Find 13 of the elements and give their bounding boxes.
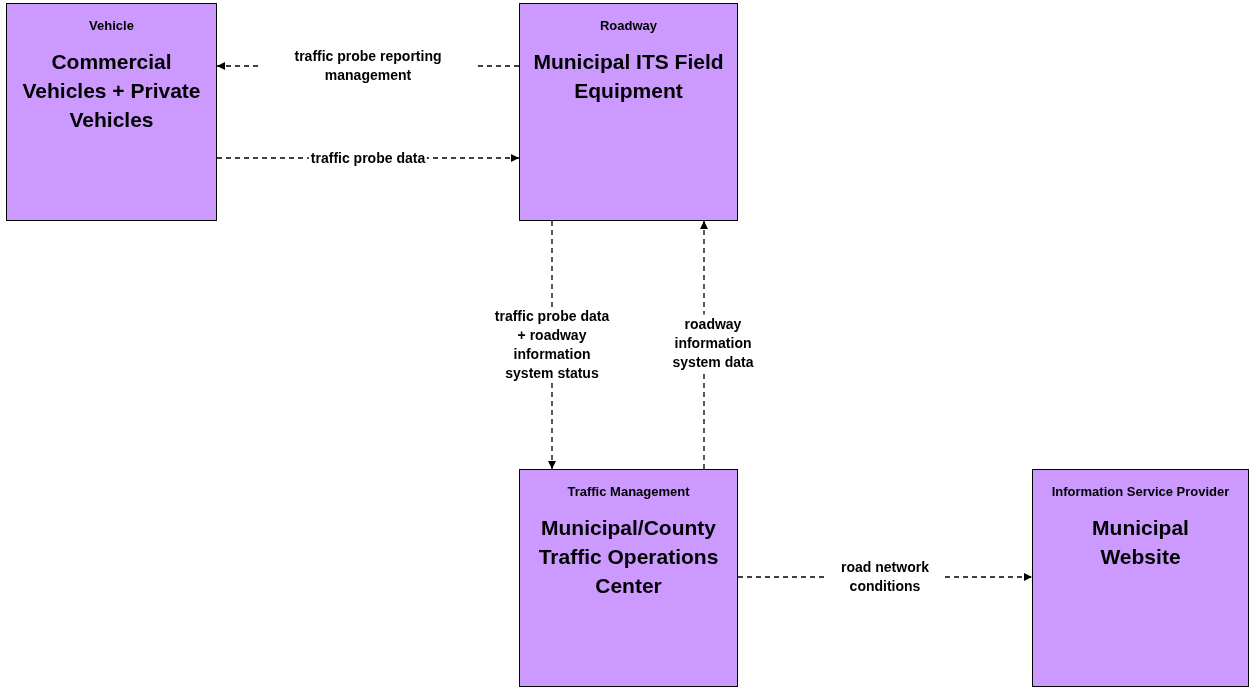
system-name: Municipal/County Traffic Operations Center xyxy=(537,515,720,599)
system-category: Roadway xyxy=(598,18,659,33)
system-box xyxy=(6,3,217,221)
system-name: Municipal Website xyxy=(1091,515,1190,570)
system-category: Traffic Management xyxy=(566,484,691,499)
edge-label: traffic probe reporting management xyxy=(261,47,475,85)
system-category: Information Service Provider xyxy=(1050,484,1231,499)
system-name: Commercial Vehicles + Private Vehicles xyxy=(21,49,202,133)
system-box xyxy=(519,469,738,687)
system-box xyxy=(1032,469,1249,687)
system-name: Municipal ITS Field Equipment xyxy=(532,49,725,104)
system-box xyxy=(519,3,738,221)
system-category: Vehicle xyxy=(88,18,135,33)
